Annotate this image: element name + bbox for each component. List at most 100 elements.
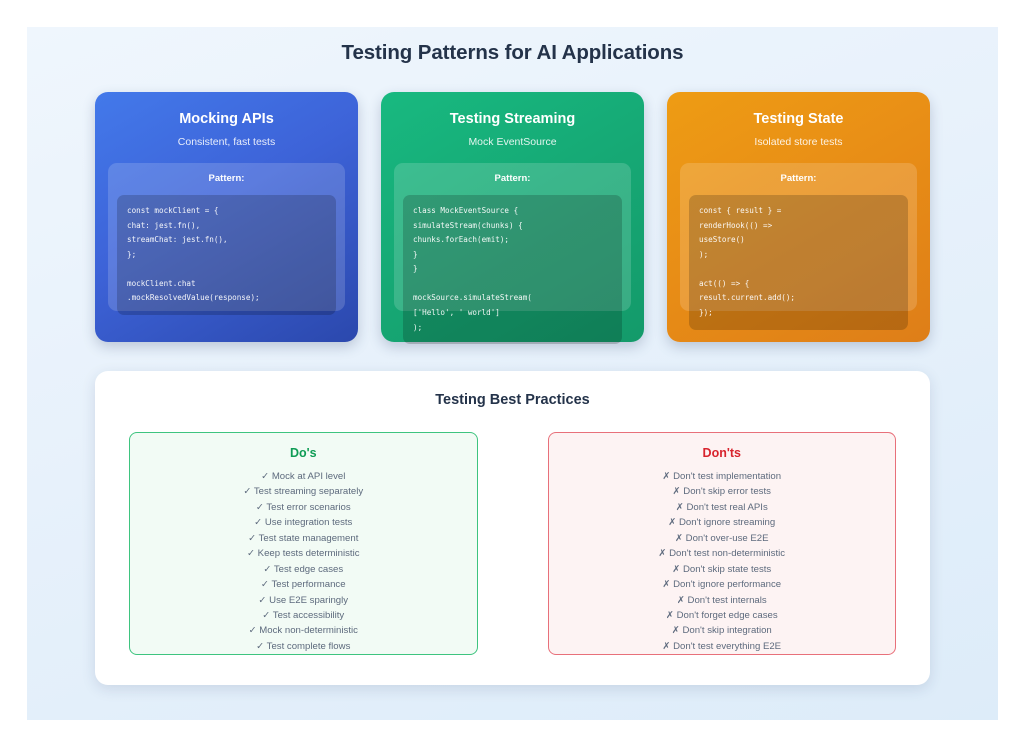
list-item-label: Use E2E sparingly [269, 594, 349, 606]
check-icon: ✓ [256, 640, 267, 652]
list-item: ✓ Use E2E sparingly [140, 593, 467, 608]
list-item-label: Don't skip state tests [683, 563, 772, 575]
list-item-label: Don't test real APIs [686, 501, 768, 513]
list-item: ✓ Test edge cases [140, 562, 467, 577]
pattern-box: Pattern: const { result } = renderHook((… [680, 163, 917, 330]
pattern-label: Pattern: [208, 173, 245, 184]
best-practices-title: Testing Best Practices [435, 392, 590, 408]
donts-card: Don'ts ✗ Don't test implementation✗ Don'… [547, 432, 896, 655]
check-icon: ✓ [255, 501, 267, 513]
practices-lists-row: Do's ✓ Mock at API level✓ Test streaming… [117, 432, 908, 655]
cross-icon: ✗ [665, 609, 677, 621]
list-item-label: Don't forget edge cases [676, 609, 778, 621]
list-item: ✓ Test error scenarios [140, 500, 467, 515]
cross-icon: ✗ [672, 563, 683, 575]
list-item-label: Test edge cases [273, 563, 344, 575]
list-item: ✗ Don't test implementation [559, 469, 886, 484]
cross-icon: ✗ [675, 501, 687, 513]
list-item: ✓ Test accessibility [140, 608, 467, 623]
list-item-label: Test complete flows [266, 640, 351, 652]
card-title: Testing Streaming [449, 111, 576, 127]
list-item: ✗ Don't ignore performance [559, 577, 886, 592]
cross-icon: ✗ [662, 579, 674, 591]
list-item: ✗ Don't skip error tests [559, 484, 886, 499]
list-item-label: Test error scenarios [266, 501, 351, 513]
check-icon: ✓ [248, 532, 259, 544]
check-icon: ✓ [263, 563, 274, 575]
list-item-label: Don't skip error tests [683, 486, 771, 498]
list-item: ✓ Test complete flows [140, 639, 467, 654]
pattern-card-mocking-apis[interactable]: Mocking APIs Consistent, fast tests Patt… [95, 92, 358, 342]
list-item-label: Don't skip integration [682, 625, 772, 637]
code-snippet: const { result } = renderHook(() => useS… [689, 195, 908, 330]
dos-list: ✓ Mock at API level✓ Test streaming sepa… [140, 469, 467, 654]
donts-heading: Don'ts [702, 446, 741, 460]
cross-icon: ✗ [671, 625, 683, 637]
list-item: ✗ Don't skip state tests [559, 562, 886, 577]
pattern-label: Pattern: [494, 173, 531, 184]
list-item-label: Don't test everything E2E [673, 640, 782, 652]
pattern-cards-row: Mocking APIs Consistent, fast tests Patt… [27, 92, 998, 345]
pattern-card-testing-streaming[interactable]: Testing Streaming Mock EventSource Patte… [381, 92, 644, 345]
cross-icon: ✗ [662, 471, 674, 482]
list-item-label: Mock non-deterministic [259, 625, 358, 637]
cross-icon: ✗ [662, 640, 674, 652]
list-item-label: Don't test internals [687, 594, 767, 606]
cross-icon: ✗ [668, 517, 679, 529]
card-subtitle: Consistent, fast tests [177, 136, 276, 148]
pattern-card-testing-state[interactable]: Testing State Isolated store tests Patte… [667, 92, 930, 342]
cross-icon: ✗ [676, 594, 688, 606]
check-icon: ✓ [254, 517, 265, 529]
check-icon: ✓ [248, 625, 260, 637]
list-item: ✗ Don't test non-deterministic [559, 546, 886, 561]
list-item: ✓ Mock non-deterministic [140, 623, 467, 638]
list-item-label: Don't test non-deterministic [669, 548, 786, 560]
page-title: Testing Patterns for AI Applications [341, 41, 684, 64]
list-item-label: Don't ignore streaming [679, 517, 776, 529]
cross-icon: ✗ [658, 548, 670, 560]
pattern-label: Pattern: [780, 173, 817, 184]
list-item-label: Use integration tests [264, 517, 353, 529]
list-item: ✓ Mock at API level [140, 469, 467, 484]
pattern-box: Pattern: class MockEventSource { simulat… [394, 163, 631, 345]
list-item: ✓ Use integration tests [140, 515, 467, 530]
donts-list: ✗ Don't test implementation✗ Don't skip … [559, 469, 886, 654]
card-title: Mocking APIs [179, 111, 274, 127]
cross-icon: ✗ [674, 532, 686, 544]
list-item-label: Don't test implementation [673, 471, 782, 482]
card-subtitle: Mock EventSource [468, 136, 557, 148]
card-title: Testing State [753, 111, 844, 127]
list-item: ✓ Test streaming separately [140, 484, 467, 499]
check-icon: ✓ [261, 471, 272, 482]
list-item-label: Keep tests deterministic [257, 548, 360, 560]
code-snippet: class MockEventSource { simulateStream(c… [403, 195, 622, 345]
list-item: ✗ Don't test everything E2E [559, 639, 886, 654]
list-item-label: Mock at API level [271, 471, 346, 482]
check-icon: ✓ [246, 548, 258, 560]
list-item-label: Test accessibility [272, 609, 345, 621]
list-item: ✗ Don't skip integration [559, 623, 886, 638]
list-item-label: Don't ignore performance [673, 579, 782, 591]
check-icon: ✓ [243, 486, 254, 498]
check-icon: ✓ [260, 579, 272, 591]
list-item: ✗ Don't forget edge cases [559, 608, 886, 623]
list-item: ✗ Don't test real APIs [559, 500, 886, 515]
pattern-box: Pattern: const mockClient = { chat: jest… [108, 163, 345, 316]
list-item: ✗ Don't over-use E2E [559, 531, 886, 546]
code-snippet: const mockClient = { chat: jest.fn(), st… [117, 195, 336, 316]
list-item: ✓ Test state management [140, 531, 467, 546]
check-icon: ✓ [262, 609, 273, 621]
list-item-label: Test streaming separately [253, 486, 364, 498]
list-item-label: Don't over-use E2E [685, 532, 769, 544]
list-item: ✓ Keep tests deterministic [140, 546, 467, 561]
list-item: ✗ Don't ignore streaming [559, 515, 886, 530]
list-item-label: Test performance [271, 579, 346, 591]
cross-icon: ✗ [672, 486, 684, 498]
best-practices-panel: Testing Best Practices Do's ✓ Mock at AP… [95, 371, 930, 685]
check-icon: ✓ [258, 594, 270, 606]
list-item-label: Test state management [258, 532, 359, 544]
list-item: ✓ Test performance [140, 577, 467, 592]
card-subtitle: Isolated store tests [754, 136, 843, 148]
dos-heading: Do's [289, 446, 317, 460]
dos-card: Do's ✓ Mock at API level✓ Test streaming… [129, 432, 478, 655]
